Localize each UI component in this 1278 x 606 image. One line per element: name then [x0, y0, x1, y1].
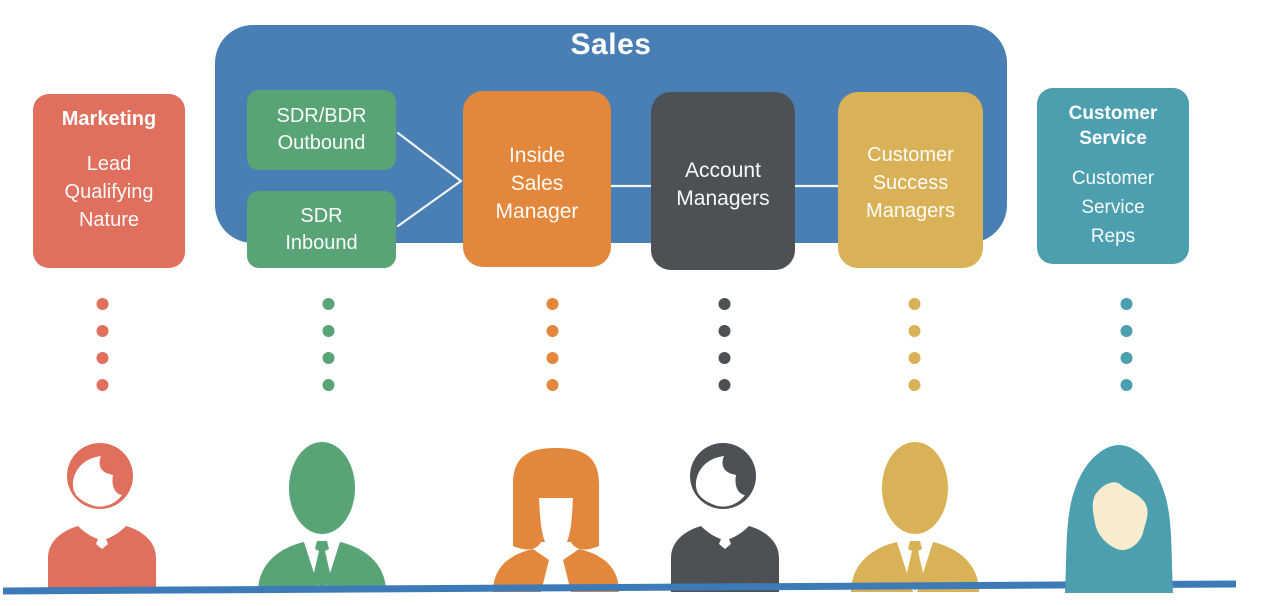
inside-sales-manager-box: Inside Sales Manager [463, 91, 611, 267]
man-suit-tie-avatar [851, 442, 979, 592]
sdr-inbound-box: SDR Inbound [247, 191, 396, 268]
dotted-line-account [718, 298, 731, 391]
marketing-body: Lead Qualifying Nature [64, 153, 154, 231]
sales-group-title: Sales [570, 28, 652, 61]
sdr-bdr-outbound-label: SDR/BDR Outbound [276, 105, 367, 154]
dotted-line-customer-success [908, 298, 921, 391]
woman-short-hair-avatar [671, 443, 779, 592]
customer-success-managers-label: Customer Success Managers [866, 144, 955, 222]
dotted-line-marketing [96, 298, 109, 391]
inside-sales-manager-label: Inside Sales Manager [495, 144, 579, 223]
customer-service-body: Customer Service Reps [1071, 168, 1155, 247]
sdr-bdr-outbound-box: SDR/BDR Outbound [247, 90, 396, 170]
customer-success-managers-box: Customer Success Managers [838, 92, 983, 268]
woman-bob-hair-avatar [493, 448, 619, 592]
woman-short-hair-avatar [48, 443, 156, 592]
dotted-line-inside-sales [546, 298, 559, 391]
sdr-inbound-label: SDR Inbound [285, 204, 358, 254]
dotted-line-sdr [322, 298, 335, 391]
customer-service-box: Customer Service Customer Service Reps [1037, 88, 1189, 264]
woman-headscarf-avatar [1065, 445, 1173, 593]
man-suit-tie-avatar [258, 442, 386, 592]
marketing-box: Marketing Lead Qualifying Nature [33, 94, 185, 268]
dotted-line-customer-service [1120, 298, 1133, 391]
customer-service-title: Customer Service [1068, 103, 1158, 149]
account-managers-box: Account Managers [651, 92, 795, 270]
account-managers-label: Account Managers [676, 159, 770, 210]
marketing-title: Marketing [61, 108, 157, 130]
